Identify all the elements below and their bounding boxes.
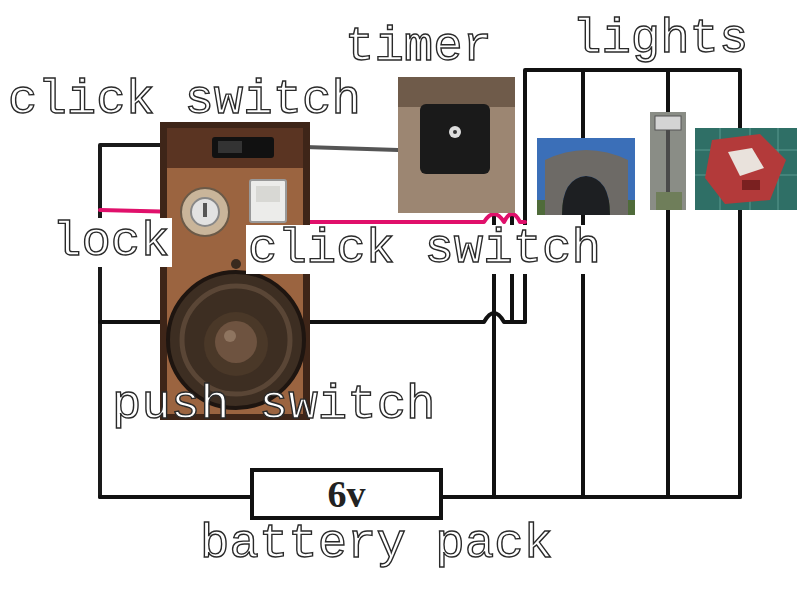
wood-shadow: [167, 128, 303, 168]
rocker-detail: [218, 141, 242, 153]
battery-box: 6vbattery pack: [250, 468, 443, 520]
photo-ground: [398, 77, 515, 213]
rocker-switch: [212, 137, 274, 158]
lamp-photo: [650, 112, 686, 210]
arch-opening: [562, 176, 610, 215]
wire: [666, 70, 670, 497]
lights-label: lights: [572, 15, 748, 64]
lamp-base: [656, 192, 682, 210]
mat-grid: [695, 128, 797, 210]
wire: [100, 495, 250, 499]
switch-label: click switch: [246, 225, 603, 274]
timer-label: timer: [345, 23, 492, 72]
white-rocker-switch: [250, 180, 286, 222]
wire: [304, 313, 525, 322]
battery-label: battery pack: [200, 520, 553, 569]
timer-shaft-hole: [453, 130, 457, 134]
stone-arch: [545, 150, 628, 215]
button-ring: [182, 286, 290, 394]
screw: [231, 259, 241, 269]
wire: [443, 495, 740, 499]
switch-label: push switch: [112, 381, 435, 430]
timer-body: [420, 104, 490, 174]
photo-shadow: [398, 77, 515, 107]
sky: [537, 138, 635, 215]
photo-ground: [650, 112, 686, 210]
rocker-detail: [256, 186, 280, 202]
switch-label: click switch: [8, 76, 361, 125]
key-slot: [203, 203, 207, 217]
button-highlight: [224, 330, 236, 342]
model-detail: [742, 180, 760, 190]
wires: [100, 70, 740, 497]
lamp-head: [655, 116, 681, 130]
timer-shaft: [449, 126, 461, 138]
red-model: [705, 134, 786, 204]
button-cap: [215, 321, 257, 363]
lock-symbol: [181, 188, 229, 236]
button-collar: [204, 312, 268, 376]
voltage-value: 6v: [328, 475, 366, 513]
wire: [581, 70, 585, 497]
lock-cylinder: [191, 198, 219, 226]
lamp-pole: [666, 130, 670, 192]
timer-photo: [398, 77, 515, 213]
model-photo: [695, 128, 797, 210]
model-detail: [728, 148, 764, 176]
cutting-mat: [695, 128, 797, 210]
bridge-photo: [537, 138, 635, 215]
lock-label: lock: [50, 218, 172, 267]
